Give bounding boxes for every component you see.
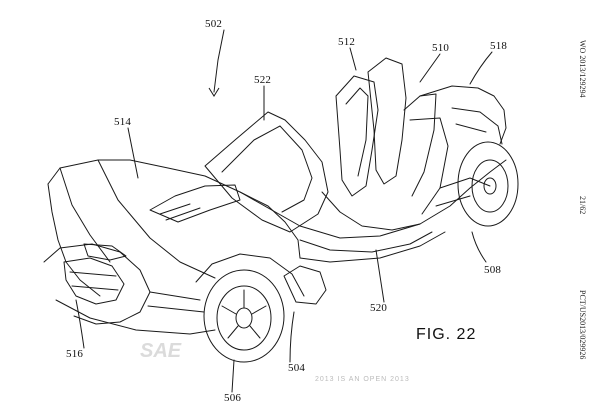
leader-506: [231, 359, 235, 393]
ref-508: 508: [484, 264, 502, 276]
seat-right-harness: [403, 93, 437, 197]
seat-frame: [409, 117, 449, 215]
swingarm: [435, 177, 491, 207]
hood-left-edge: [47, 183, 101, 297]
leader-502: [213, 29, 225, 93]
front-wheel-rim: [216, 285, 272, 351]
rear-fairing: [451, 107, 503, 145]
rear-deck: [419, 85, 507, 145]
lower-rocker: [299, 231, 446, 263]
ref-518: 518: [490, 40, 508, 52]
leader-508: [471, 231, 487, 263]
ref-520: 520: [370, 302, 388, 314]
watermark-logo: SAE: [140, 340, 182, 362]
leader-512: [349, 47, 357, 71]
publication-number: WO 2013/129294: [578, 40, 587, 98]
side-pod-504: [283, 265, 327, 305]
figure-label: FIG. 22: [416, 326, 477, 343]
headlight-left: [83, 243, 127, 261]
leader-514: [127, 127, 139, 179]
leader-518: [469, 51, 493, 85]
rear-wheel-hub: [483, 177, 497, 195]
windshield-panel: [204, 111, 329, 233]
ref-512: 512: [338, 36, 356, 48]
watermark-subtext: 2013 IS AN OPEN 2013: [315, 376, 410, 383]
rear-wheel-rim: [471, 159, 509, 213]
hood-crease: [97, 159, 216, 279]
hood-vents: [149, 184, 241, 223]
ref-514: 514: [114, 116, 132, 128]
ref-502: 502: [205, 18, 223, 30]
cockpit-floor: [299, 231, 433, 253]
front-suspension-arm: [147, 291, 205, 313]
leader-516: [75, 299, 85, 349]
ref-506: 506: [224, 392, 242, 404]
cockpit-tub: [321, 191, 421, 231]
rear-wheel-tire: [457, 141, 519, 227]
leader-520: [375, 249, 385, 303]
side-body-line: [239, 159, 507, 239]
front-wheel-spokes: [221, 289, 267, 339]
front-fascia: [43, 243, 151, 325]
ref-522: 522: [254, 74, 272, 86]
windshield-inner: [221, 125, 313, 213]
hood-outline: [47, 159, 301, 259]
front-splitter: [55, 299, 216, 335]
front-wheel-hub: [235, 307, 253, 329]
application-number: PCT/US2013/029926: [578, 290, 587, 360]
seat-right: [367, 57, 407, 185]
ref-516: 516: [66, 348, 84, 360]
leader-504: [289, 311, 295, 363]
page-number: 21/62: [578, 196, 587, 215]
ref-504: 504: [288, 362, 306, 374]
front-wheel-tire: [203, 269, 285, 363]
arrowhead-502: [208, 87, 220, 97]
hood-center-line: [59, 167, 111, 263]
seat-left: [335, 75, 379, 197]
leader-510: [419, 53, 441, 83]
grille: [63, 257, 125, 305]
seat-left-inner: [345, 87, 369, 177]
ref-510: 510: [432, 42, 450, 54]
front-fender: [195, 253, 305, 297]
